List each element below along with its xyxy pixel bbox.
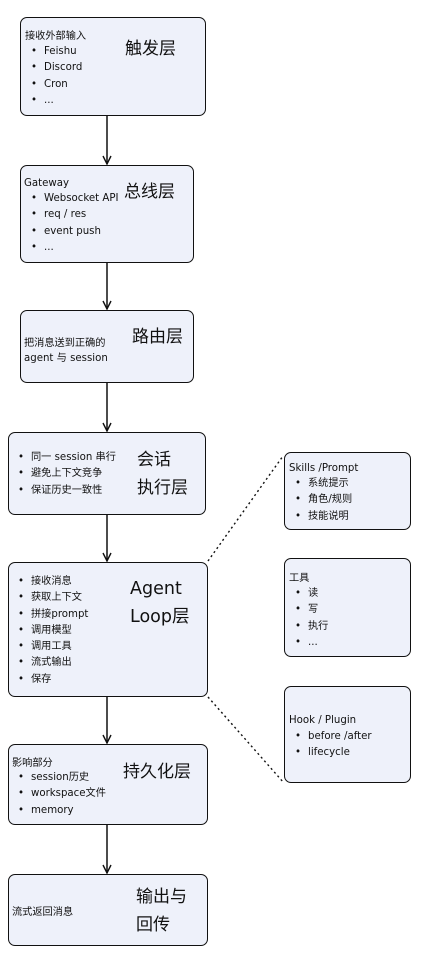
list-item: 避免上下文竞争 bbox=[18, 466, 116, 483]
session-layer-title-line-2: 执行层 bbox=[137, 478, 188, 498]
list-item: 拼接prompt bbox=[18, 607, 88, 624]
list-item: 获取上下文 bbox=[18, 590, 88, 607]
session-layer-title-line-1: 会话 bbox=[137, 450, 171, 470]
list-item: ... bbox=[295, 635, 328, 652]
skills-list: 系统提示 角色/规则 技能说明 bbox=[295, 476, 352, 525]
list-item: 同一 session 串行 bbox=[18, 450, 116, 467]
list-item: 接收消息 bbox=[18, 574, 88, 591]
list-item: 技能说明 bbox=[295, 509, 352, 526]
list-item: before /after bbox=[295, 729, 372, 746]
tools-list: 读 写 执行 ... bbox=[295, 586, 328, 651]
list-item: 读 bbox=[295, 586, 328, 603]
tools-box: 工具 读 写 执行 ... bbox=[284, 558, 411, 657]
trigger-layer-box: 接收外部输入 Feishu Discord Cron ... 触发层 bbox=[20, 17, 206, 116]
routing-layer-title: 路由层 bbox=[132, 327, 183, 347]
dotted-link-agent-to-hooks bbox=[207, 696, 285, 784]
persistence-layer-box: 影响部分 session历史 workspace文件 memory 持久化层 bbox=[8, 744, 208, 825]
list-item: 执行 bbox=[295, 619, 328, 636]
bus-list: Websocket API req / res event push ... bbox=[31, 191, 119, 256]
tools-heading: 工具 bbox=[289, 573, 310, 584]
trigger-layer-title: 触发层 bbox=[125, 39, 176, 59]
hook-plugin-box: Hook / Plugin before /after lifecycle bbox=[284, 686, 411, 783]
list-item: 调用模型 bbox=[18, 623, 88, 640]
list-item: session历史 bbox=[18, 770, 106, 787]
skills-heading: Skills /Prompt bbox=[289, 463, 359, 474]
list-item: ... bbox=[31, 240, 119, 257]
output-layer-box: 流式返回消息 输出与 回传 bbox=[8, 874, 208, 946]
output-title-line-2: 回传 bbox=[136, 915, 170, 935]
session-list: 同一 session 串行 避免上下文竞争 保证历史一致性 bbox=[18, 450, 116, 499]
list-item: 流式输出 bbox=[18, 655, 88, 672]
bus-heading: Gateway bbox=[24, 178, 70, 189]
list-item: req / res bbox=[31, 207, 119, 224]
list-item: 保存 bbox=[18, 672, 88, 689]
hooks-heading: Hook / Plugin bbox=[289, 715, 357, 726]
list-item: memory bbox=[18, 803, 106, 820]
list-item: Discord bbox=[31, 60, 82, 77]
output-text: 流式返回消息 bbox=[12, 907, 74, 918]
list-item: lifecycle bbox=[295, 745, 372, 762]
hooks-list: before /after lifecycle bbox=[295, 729, 372, 762]
routing-line-2: agent 与 session bbox=[24, 353, 108, 364]
agent-loop-layer-box: 接收消息 获取上下文 拼接prompt 调用模型 调用工具 流式输出 保存 Ag… bbox=[8, 562, 208, 697]
list-item: 调用工具 bbox=[18, 639, 88, 656]
list-item: Feishu bbox=[31, 44, 82, 61]
list-item: 写 bbox=[295, 602, 328, 619]
list-item: workspace文件 bbox=[18, 786, 106, 803]
list-item: ... bbox=[31, 93, 82, 110]
persistence-list: session历史 workspace文件 memory bbox=[18, 770, 106, 819]
bus-layer-box: Gateway Websocket API req / res event pu… bbox=[20, 165, 194, 263]
trigger-list: Feishu Discord Cron ... bbox=[31, 44, 82, 109]
list-item: Websocket API bbox=[31, 191, 119, 208]
list-item: Cron bbox=[31, 77, 82, 94]
dotted-link-agent-to-skills bbox=[207, 455, 284, 562]
agent-loop-list: 接收消息 获取上下文 拼接prompt 调用模型 调用工具 流式输出 保存 bbox=[18, 574, 88, 688]
trigger-heading: 接收外部输入 bbox=[25, 31, 87, 42]
output-title-line-1: 输出与 bbox=[136, 887, 187, 907]
routing-line-1: 把消息送到正确的 bbox=[24, 338, 106, 349]
agent-loop-title-line-2: Loop层 bbox=[130, 607, 190, 627]
session-layer-box: 同一 session 串行 避免上下文竞争 保证历史一致性 会话 执行层 bbox=[8, 432, 206, 515]
skills-prompt-box: Skills /Prompt 系统提示 角色/规则 技能说明 bbox=[284, 452, 411, 530]
persistence-heading: 影响部分 bbox=[12, 758, 53, 769]
bus-layer-title: 总线层 bbox=[124, 182, 175, 202]
list-item: 保证历史一致性 bbox=[18, 483, 116, 500]
list-item: event push bbox=[31, 224, 119, 241]
agent-loop-title-line-1: Agent bbox=[130, 579, 182, 599]
persistence-layer-title: 持久化层 bbox=[123, 762, 191, 782]
list-item: 角色/规则 bbox=[295, 492, 352, 509]
list-item: 系统提示 bbox=[295, 476, 352, 493]
routing-layer-box: 把消息送到正确的 agent 与 session 路由层 bbox=[20, 310, 194, 383]
